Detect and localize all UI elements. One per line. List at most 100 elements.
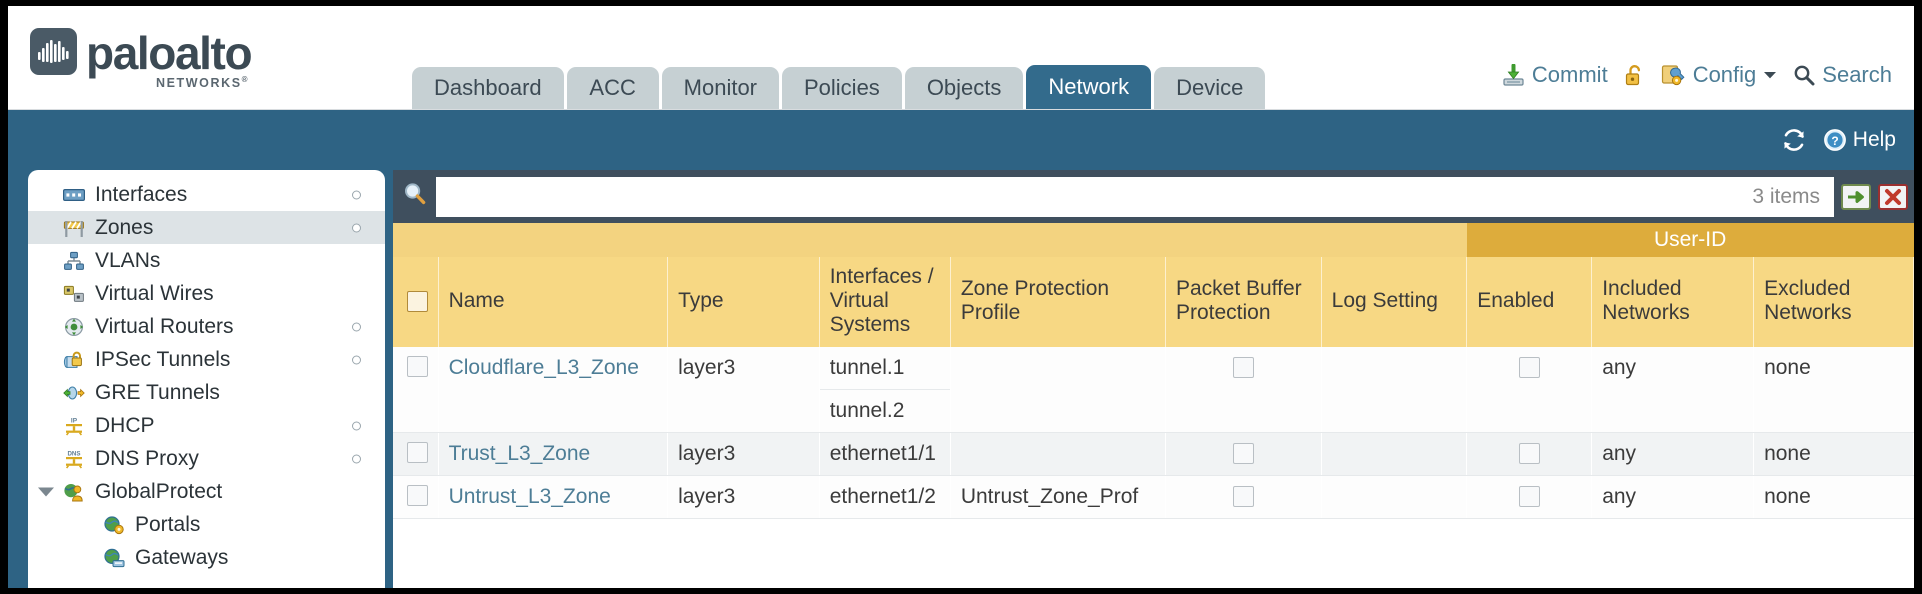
userid-enabled-checkbox[interactable] <box>1518 486 1540 507</box>
status-dot <box>352 454 361 463</box>
zones-table: User-ID Name Type Interfaces / Virtual S… <box>393 223 1914 519</box>
sidebar-item-dns-proxy[interactable]: DNS DNS Proxy <box>28 442 385 475</box>
search-button[interactable]: Search <box>1793 62 1892 88</box>
cell-userid-enabled <box>1466 347 1593 433</box>
config-menu-button[interactable]: Config <box>1661 62 1778 88</box>
svg-text:DNS: DNS <box>67 450 80 457</box>
interface-entry: ethernet1/1 <box>829 442 936 465</box>
col-header-userid-enabled[interactable]: Enabled <box>1466 257 1593 347</box>
cell-type: layer3 <box>667 347 820 433</box>
virtual-routers-icon <box>62 316 86 338</box>
col-header-log-setting[interactable]: Log Setting <box>1321 257 1468 347</box>
sidebar-item-label: DNS Proxy <box>95 446 199 470</box>
vlans-network-icon <box>62 250 86 272</box>
commit-label: Commit <box>1531 62 1608 87</box>
cell-name: Untrust_L3_Zone <box>438 475 669 519</box>
col-header-included-networks[interactable]: Included Networks <box>1591 257 1755 347</box>
sidebar-item-dhcp[interactable]: IP DHCP <box>28 409 385 442</box>
tab-dashboard[interactable]: Dashboard <box>412 67 564 109</box>
col-header-interfaces[interactable]: Interfaces / Virtual Systems <box>819 257 951 347</box>
sidebar-item-zones[interactable]: Zones <box>28 211 385 244</box>
status-dot <box>352 190 361 199</box>
col-header-excluded-networks[interactable]: Excluded Networks <box>1753 257 1914 347</box>
select-all-checkbox[interactable] <box>407 290 428 312</box>
cell-excluded-networks: none <box>1753 475 1914 519</box>
table-group-header-row: User-ID <box>393 223 1914 257</box>
table-row[interactable]: Trust_L3_Zone layer3 ethernet1/1 <box>393 432 1914 476</box>
status-dot <box>352 223 361 232</box>
status-dot <box>352 355 361 364</box>
refresh-button[interactable] <box>1781 128 1807 152</box>
search-field-wrapper[interactable]: 3 items <box>436 176 1834 217</box>
col-header-packet-buffer-protection[interactable]: Packet Buffer Protection <box>1165 257 1322 347</box>
table-row[interactable]: Untrust_L3_Zone layer3 ethernet1/2 Untru… <box>393 475 1914 519</box>
sidebar-item-portals[interactable]: Portals <box>28 508 385 541</box>
sidebar-item-gre-tunnels[interactable]: GRE Tunnels <box>28 376 385 409</box>
sidebar-item-gateways[interactable]: Gateways <box>28 541 385 574</box>
config-label: Config <box>1692 62 1757 87</box>
config-wrench-gear-icon <box>1661 64 1686 87</box>
cell-name: Trust_L3_Zone <box>438 432 669 476</box>
commit-download-icon <box>1502 63 1525 87</box>
sidebar-item-interfaces[interactable]: Interfaces <box>28 178 385 211</box>
zone-name-link[interactable]: Trust_L3_Zone <box>448 442 591 465</box>
sidebar-item-vlans[interactable]: VLANs <box>28 244 385 277</box>
cell-userid-enabled <box>1466 475 1593 519</box>
tab-network[interactable]: Network <box>1026 65 1152 109</box>
cell-type: layer3 <box>667 432 820 476</box>
col-header-name[interactable]: Name <box>438 257 669 347</box>
clear-filter-button[interactable] <box>1878 182 1908 212</box>
sidebar-item-label: IPSec Tunnels <box>95 347 231 371</box>
svg-text:?: ? <box>1831 134 1838 148</box>
zones-content-pane: 3 items <box>393 170 1914 588</box>
cell-type: layer3 <box>667 475 820 519</box>
commit-button[interactable]: Commit <box>1502 62 1608 88</box>
unlock-button[interactable] <box>1624 64 1645 87</box>
interface-entry: ethernet1/2 <box>829 485 936 508</box>
tab-objects[interactable]: Objects <box>904 67 1024 109</box>
sidebar-item-virtual-wires[interactable]: Virtual Wires <box>28 277 385 310</box>
search-input[interactable] <box>446 176 1753 217</box>
row-select-checkbox[interactable] <box>407 485 428 506</box>
help-button[interactable]: ? Help <box>1823 128 1896 152</box>
zones-barrier-icon <box>62 217 86 239</box>
group-header-userid: User-ID <box>1466 223 1914 257</box>
sidebar-item-globalprotect[interactable]: GlobalProtect <box>28 475 385 508</box>
dhcp-ip-icon: IP <box>62 415 86 437</box>
table-row[interactable]: Cloudflare_L3_Zone layer3 tunnel.1 tunne… <box>393 347 1914 433</box>
palo-alto-web-ui: paloalto NETWORKS® Dashboard ACC Monitor… <box>8 6 1914 588</box>
tab-acc[interactable]: ACC <box>566 67 659 109</box>
userid-enabled-checkbox[interactable] <box>1518 357 1540 378</box>
apply-filter-button[interactable] <box>1841 182 1871 212</box>
app-header: paloalto NETWORKS® Dashboard ACC Monitor… <box>8 6 1914 110</box>
sidebar-item-virtual-routers[interactable]: Virtual Routers <box>28 310 385 343</box>
paloalto-logo: paloalto NETWORKS® <box>30 28 253 90</box>
tab-policies[interactable]: Policies <box>782 67 902 109</box>
zone-name-link[interactable]: Cloudflare_L3_Zone <box>448 356 639 379</box>
virtual-wires-icon <box>62 283 86 305</box>
cell-interfaces: ethernet1/2 <box>819 475 951 519</box>
tab-monitor[interactable]: Monitor <box>661 67 779 109</box>
userid-enabled-checkbox[interactable] <box>1518 443 1540 464</box>
ipsec-tunnels-lock-icon <box>62 349 86 371</box>
row-select-checkbox[interactable] <box>407 356 428 377</box>
packet-buffer-protection-checkbox[interactable] <box>1232 486 1254 507</box>
tab-device[interactable]: Device <box>1154 67 1266 109</box>
cell-log-setting <box>1321 475 1468 519</box>
sidebar-item-ipsec-tunnels[interactable]: IPSec Tunnels <box>28 343 385 376</box>
cell-packet-buffer-protection <box>1165 475 1322 519</box>
row-select-checkbox[interactable] <box>407 442 428 463</box>
search-magnifier-icon <box>401 180 429 213</box>
col-header-zone-protection-profile[interactable]: Zone Protection Profile <box>950 257 1166 347</box>
search-label: Search <box>1822 62 1892 87</box>
brand-sub: NETWORKS® <box>155 75 250 91</box>
col-header-type[interactable]: Type <box>667 257 820 347</box>
zone-name-link[interactable]: Untrust_L3_Zone <box>448 485 611 508</box>
network-sidebar: Interfaces Zones <box>28 170 385 588</box>
sidebar-item-label: Gateways <box>135 545 229 569</box>
select-all-header <box>393 257 439 347</box>
expand-caret-icon[interactable] <box>38 487 54 496</box>
packet-buffer-protection-checkbox[interactable] <box>1232 443 1254 464</box>
packet-buffer-protection-checkbox[interactable] <box>1232 357 1254 378</box>
interface-entry: tunnel.1 <box>819 347 950 390</box>
